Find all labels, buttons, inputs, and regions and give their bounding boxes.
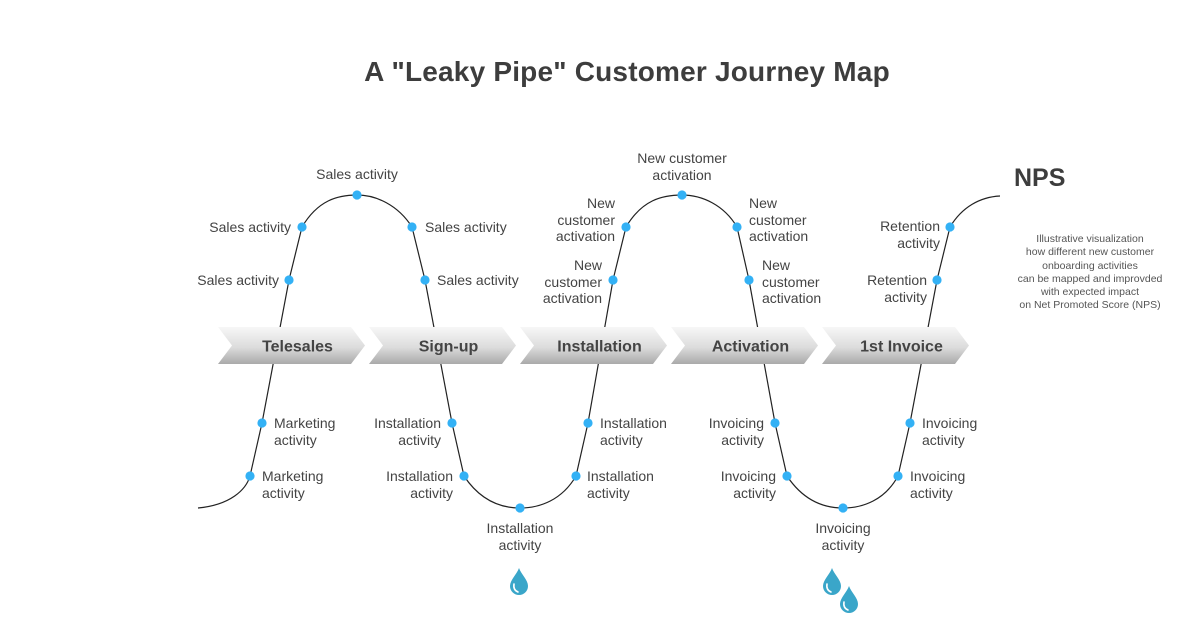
stage-telesales: Telesales [218,327,365,364]
stage-label: Activation [712,339,789,356]
note-line: how different new customer [1025,246,1155,259]
stage-chevron-shape [822,327,969,364]
stage-chevron-shape [671,327,818,364]
activity-dot-sales [284,275,294,285]
activity-label-sales: Sales activity [437,272,519,288]
water-drop-icon [510,568,528,595]
note-line: can be mapped and improvded [1017,272,1163,285]
activity-dot-sales [407,222,417,232]
activity-dot-sales [297,222,307,232]
note-line: Illustrative visualization [1036,233,1144,245]
activity-dot-installation [515,503,525,513]
stage-chevron-shape [218,327,365,364]
activity-dot-installation [583,418,593,428]
activity-dot-sales [420,275,430,285]
activity-dot-installation [571,471,581,481]
illustrative-note: Illustrative visualization how different… [1000,233,1180,313]
note-line: with expected impact [1040,286,1140,299]
activity-dot-installation [459,471,469,481]
stage-label: Sign-up [419,339,479,356]
stage-sign-up: Sign-up [369,327,516,364]
activity-dot-invoicing [770,418,780,428]
activity-dot-activation [732,222,742,232]
stage-label: Installation [557,339,641,356]
stage-activation: Activation [671,327,818,364]
stage-chevrons: Telesales Sign-up Installation Activation 1s… [218,327,969,364]
activity-dot-marketing [257,418,267,428]
activity-dot-invoicing [838,503,848,513]
activity-label-sales: Sales activity [197,272,279,288]
activity-dot-invoicing [782,471,792,481]
stage-chevron-shape [520,327,667,364]
water-drop-icon [823,568,841,595]
stage-label: Telesales [262,339,333,356]
activity-dot-activation [608,275,618,285]
activity-dot-retention [945,222,955,232]
stage-installation: Installation [520,327,667,364]
diagram-title: A "Leaky Pipe" Customer Journey Map [364,56,890,87]
activity-dots [245,190,955,513]
note-line: on Net Promoted Score (NPS) [1019,299,1161,312]
activity-dot-invoicing [893,471,903,481]
note-line: onboarding activities [1042,259,1138,272]
activity-label-sales: Sales activity [316,166,398,182]
stage-1st-invoice: 1st Invoice [822,327,969,364]
activity-dot-installation [447,418,457,428]
activity-dot-activation [744,275,754,285]
activity-dot-activation [621,222,631,232]
activity-dot-invoicing [905,418,915,428]
water-drop-icon [840,586,858,613]
activity-label-sales: Sales activity [209,219,291,235]
nps-label: NPS [1014,164,1066,192]
stage-label: 1st Invoice [860,339,943,356]
activity-label-sales: Sales activity [425,219,507,235]
activity-dot-activation [677,190,687,200]
leak-drops [510,568,858,613]
activity-dot-sales [352,190,362,200]
activity-dot-retention [932,275,942,285]
stage-chevron-shape [369,327,516,364]
activity-dot-marketing [245,471,255,481]
